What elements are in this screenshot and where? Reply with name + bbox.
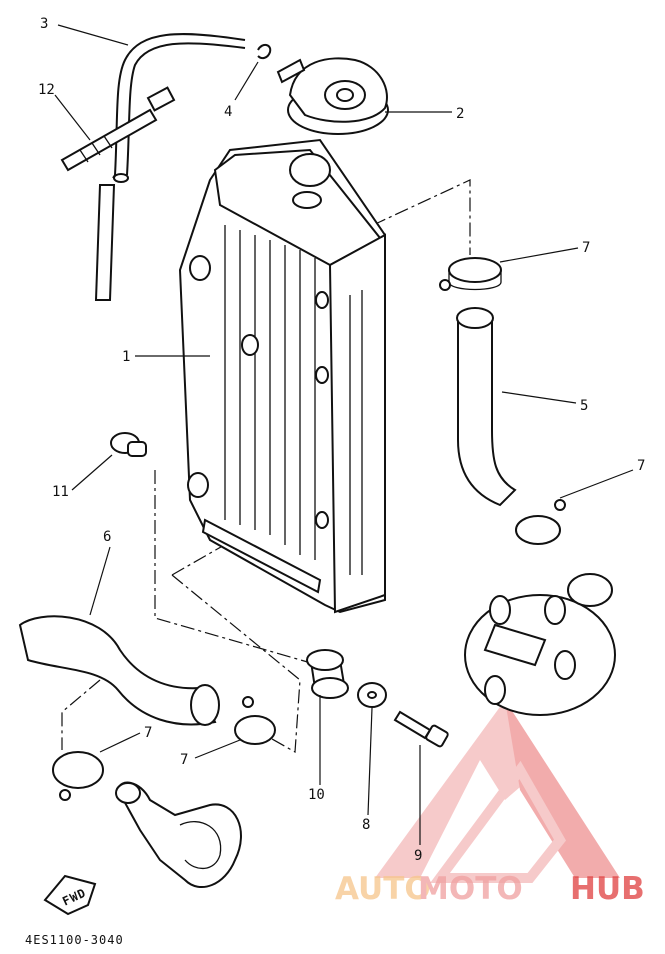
callout-8: 8 <box>362 817 370 833</box>
radiator-fins <box>224 225 316 560</box>
lower-hose <box>18 615 220 726</box>
callout-9: 9 <box>414 848 422 864</box>
leader-lines <box>54 24 634 845</box>
washer <box>357 682 387 708</box>
radiator-cap <box>276 57 389 135</box>
hose-band <box>60 86 176 172</box>
watermark-moto: MOTO <box>418 871 523 907</box>
callout-10: 10 <box>308 787 325 803</box>
overflow-hose <box>94 33 246 301</box>
hose-clamp-lower-mid <box>234 696 276 745</box>
watermark-hub: HUB <box>570 871 645 907</box>
callout-6: 6 <box>103 529 111 545</box>
radiator <box>178 138 386 614</box>
grommet <box>110 432 147 457</box>
callout-12: 12 <box>38 82 55 98</box>
fwd-arrow-icon: FWD <box>43 874 97 916</box>
callout-11: 11 <box>52 484 69 500</box>
clip <box>257 44 272 60</box>
callout-7-lower-mid: 7 <box>180 752 188 768</box>
callout-5: 5 <box>580 398 588 414</box>
callout-2: 2 <box>456 106 464 122</box>
hose-clamp-head <box>515 499 566 545</box>
callout-7-upper: 7 <box>582 240 590 256</box>
callout-7-lower-left: 7 <box>144 725 152 741</box>
automotohub-logo <box>375 700 620 883</box>
callout-7-head: 7 <box>637 458 645 474</box>
upper-hose <box>456 307 517 507</box>
rubber-damper <box>306 649 349 699</box>
diagram-code: 4ES1100-3040 <box>25 933 124 947</box>
callouts: 3 12 4 2 1 5 7 7 6 7 7 11 10 8 9 <box>38 16 645 864</box>
cylinder-head <box>464 573 616 716</box>
watermark-auto: AUTO <box>335 871 431 907</box>
hose-clamp-lower-left <box>52 751 104 801</box>
callout-1: 1 <box>122 349 130 365</box>
watermark-text: AUTO MOTO HUB <box>335 871 645 907</box>
water-pump-housing <box>115 781 242 889</box>
callout-4: 4 <box>224 104 232 120</box>
hose-clamp-upper <box>439 257 502 291</box>
bolt <box>393 710 449 748</box>
callout-3: 3 <box>40 16 48 32</box>
